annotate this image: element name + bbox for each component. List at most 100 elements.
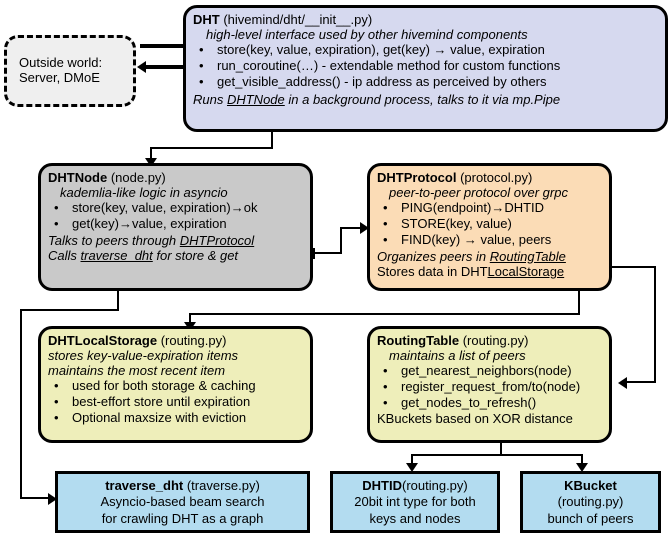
dhtlocalstorage-bullet-0: used for both storage & caching (48, 378, 303, 394)
connector-protocol-to-routing-h1 (607, 266, 656, 268)
dhtprotocol-bullets: PING(endpoint)→DHTID STORE(key, value) F… (377, 200, 602, 248)
dhtlocalstorage-bullet-2: Optional maxsize with eviction (48, 410, 303, 426)
connector-outside-to-dht (140, 44, 188, 48)
connector-protocol-to-routing-v (654, 266, 656, 383)
connector-dht-to-outside (146, 65, 194, 69)
traverse-dht-box[interactable]: traverse_dht (traverse.py) Asyncio-based… (55, 471, 310, 533)
dht-footer: Runs DHTNode in a background process, ta… (193, 90, 658, 107)
connector-node-to-protocol-h1 (313, 252, 342, 254)
dhtprotocol-box[interactable]: DHTProtocol (protocol.py) peer-to-peer p… (367, 163, 612, 291)
dhtlocalstorage-box[interactable]: DHTLocalStorage (routing.py) stores key-… (38, 326, 313, 443)
kbucket-line3: bunch of peers (547, 511, 634, 526)
dhtprotocol-footer2-pre: Stores data in DHT (377, 264, 488, 279)
dhtlocalstorage-title-rest: (routing.py) (157, 333, 227, 348)
dhtprotocol-title-bold: DHTProtocol (377, 170, 457, 185)
dhtnode-title: DHTNode (node.py) (48, 170, 303, 185)
dhtprotocol-footer1-link-routingtable[interactable]: RoutingTable (489, 249, 566, 264)
dhtnode-title-bold: DHTNode (48, 170, 108, 185)
dhtprotocol-title-rest: (protocol.py) (456, 170, 533, 185)
dht-subtitle: high-level interface used by other hivem… (206, 27, 528, 42)
kbucket-title-bold: KBucket (564, 478, 617, 493)
dhtprotocol-title: DHTProtocol (protocol.py) (377, 170, 602, 185)
outside-world-box[interactable]: Outside world: Server, DMoE (4, 35, 136, 107)
routingtable-bullet-2: get_nodes_to_refresh() (377, 395, 602, 411)
routingtable-footer: KBuckets based on XOR distance (377, 411, 573, 426)
traverse-dht-title: traverse_dht (traverse.py) (63, 478, 302, 493)
dhtnode-bullet-1: get(key)→value, expiration (48, 216, 303, 232)
connector-protocol-to-routing-h2 (625, 381, 656, 383)
arrowhead-dht-to-dhtnode (145, 158, 157, 167)
arrowhead-node-to-protocol (360, 222, 369, 234)
arrowhead-node-to-traverse (48, 493, 57, 505)
connector-node-to-traverse-v2 (20, 309, 22, 499)
dhtnode-subtitle: kademlia-like logic in asyncio (60, 185, 228, 200)
dhtnode-footer1-link-dhtprotocol[interactable]: DHTProtocol (179, 233, 255, 248)
dhtnode-box[interactable]: DHTNode (node.py) kademlia-like logic in… (38, 163, 313, 291)
dhtnode-footer2-post: for store & get (152, 248, 239, 263)
connector-dht-to-dhtnode-v2 (150, 147, 152, 162)
connector-routing-fan-h (411, 454, 583, 456)
dhtprotocol-footer1-pre: Organizes peers in (377, 249, 490, 264)
traverse-dht-line3: for crawling DHT as a graph (101, 511, 264, 526)
connector-dht-to-dhtnode-v1 (271, 125, 273, 148)
dhtlocalstorage-bullets: used for both storage & caching best-eff… (48, 378, 303, 426)
arrowhead-dht-to-outside (137, 61, 146, 73)
routingtable-title: RoutingTable (routing.py) (377, 333, 602, 348)
arrowhead-routing-to-kbucket (576, 463, 588, 472)
dhtlocalstorage-subtitle1: stores key-value-expiration items (48, 348, 239, 363)
dht-bullet-2: get_visible_address() - ip address as pe… (193, 74, 658, 90)
routingtable-subtitle: maintains a list of peers (389, 348, 526, 363)
routingtable-title-bold: RoutingTable (377, 333, 460, 348)
dhtlocalstorage-subtitle2: maintains the most recent item (48, 363, 226, 378)
routingtable-bullet-1: register_request_from/to(node) (377, 379, 602, 395)
dhtlocalstorage-title: DHTLocalStorage (routing.py) (48, 333, 303, 348)
kbucket-title: KBucket (527, 478, 654, 493)
connector-routing-to-kbucket-v (581, 454, 583, 466)
dht-title: DHT (hivemind/dht/__init__.py) (193, 12, 658, 27)
connector-dht-to-dhtnode-h (150, 147, 273, 149)
routingtable-box[interactable]: RoutingTable (routing.py) maintains a li… (367, 326, 612, 443)
traverse-dht-title-bold: traverse_dht (105, 478, 184, 493)
dhtprotocol-footer2-link-localstorage[interactable]: LocalStorage (487, 264, 565, 279)
dhtlocalstorage-bullet-1: best-effort store until expiration (48, 394, 303, 410)
dht-title-rest: (hivemind/dht/__init__.py) (219, 12, 373, 27)
outside-world-line1: Outside world: (19, 55, 103, 70)
dhtprotocol-subtitle: peer-to-peer protocol over grpc (389, 185, 568, 200)
dht-footer-link-dhtnode[interactable]: DHTNode (226, 92, 285, 107)
dhtprotocol-footer1: Organizes peers in RoutingTable (377, 248, 602, 264)
kbucket-line2: (routing.py) (557, 494, 624, 509)
dhtnode-footer1-pre: Talks to peers through (48, 233, 180, 248)
dhtid-line2: 20bit int type for both (354, 494, 476, 509)
dhtnode-footer2: Calls traverse_dht for store & get (48, 248, 303, 263)
dht-bullet-0: store(key, value, expiration), get(key) … (193, 42, 658, 58)
dhtid-box[interactable]: DHTID(routing.py) 20bit int type for bot… (330, 471, 500, 533)
traverse-dht-line2: Asyncio-based beam search (100, 494, 265, 509)
dht-footer-post: in a background process, talks to it via… (284, 92, 561, 107)
connector-node-to-traverse-h2 (20, 497, 54, 499)
dht-bullets: store(key, value, expiration), get(key) … (193, 42, 658, 90)
dhtnode-footer2-pre: Calls (48, 248, 81, 263)
dhtid-title-rest: (routing.py) (401, 478, 468, 493)
kbucket-box[interactable]: KBucket (routing.py) bunch of peers (520, 471, 661, 533)
dhtprotocol-bullet-0: PING(endpoint)→DHTID (377, 200, 602, 216)
connector-protocol-to-storage-h (189, 313, 580, 315)
connector-routing-to-dhtid-v (411, 454, 413, 466)
dhtnode-footer2-link-traverse-dht[interactable]: traverse_dht (80, 248, 153, 263)
arrowhead-protocol-to-routing (618, 377, 627, 389)
dhtnode-bullet-0: store(key, value, expiration)→ok (48, 200, 303, 216)
traverse-dht-title-rest: (traverse.py) (183, 478, 260, 493)
dht-footer-pre: Runs (193, 92, 227, 107)
dhtid-line3: keys and nodes (369, 511, 461, 526)
dhtprotocol-footer2: Stores data in DHTLocalStorage (377, 264, 602, 279)
connector-protocol-to-storage-v1 (578, 291, 580, 315)
dhtid-title-bold: DHTID (362, 478, 402, 493)
connector-routing-fan-v1 (500, 442, 502, 455)
dhtnode-footer1: Talks to peers through DHTProtocol (48, 232, 303, 248)
connector-node-to-protocol-h2 (340, 227, 364, 229)
connector-node-to-traverse-h1 (20, 309, 119, 311)
outside-world-line2: Server, DMoE (19, 70, 100, 85)
connector-node-to-protocol-v (340, 227, 342, 254)
routingtable-bullets: get_nearest_neighbors(node) register_req… (377, 363, 602, 411)
dht-box[interactable]: DHT (hivemind/dht/__init__.py) high-leve… (183, 5, 668, 132)
